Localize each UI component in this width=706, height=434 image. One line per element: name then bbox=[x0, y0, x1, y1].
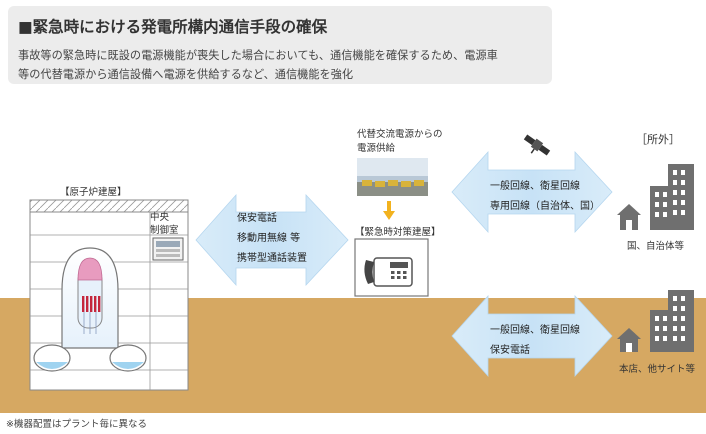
right-bottom-arrow-labels: 一般回線、衛星回線 保安電話 bbox=[490, 321, 580, 361]
right-top-arrow-item: 専用回線（自治体、国） bbox=[490, 201, 600, 212]
outside-label: ［所外］ bbox=[636, 133, 680, 146]
right-top-arrow-labels: 一般回線、衛星回線 専用回線（自治体、国） bbox=[490, 177, 600, 217]
government-caption: 国、自治体等 bbox=[627, 241, 685, 252]
reactor-building bbox=[29, 199, 189, 391]
power-caption-1: 代替交流電源からの bbox=[357, 129, 443, 140]
right-top-arrow-item: 一般回線、衛星回線 bbox=[490, 181, 580, 192]
page-description: 事故等の緊急時に既設の電源機能が喪失した場合においても、通信機能を確保するため、… bbox=[18, 46, 548, 84]
power-caption-2: 電源供給 bbox=[357, 143, 396, 154]
government-buildings-icon bbox=[617, 164, 694, 230]
description-line-1: 事故等の緊急時に既設の電源機能が喪失した場合においても、通信機能を確保するため、… bbox=[18, 49, 498, 62]
page-title: ■緊急時における発電所構内通信手段の確保 bbox=[18, 18, 328, 36]
satellite-icon bbox=[523, 134, 551, 156]
reactor-building-label: 【原子炉建屋】 bbox=[60, 187, 127, 198]
right-bottom-double-arrow bbox=[451, 294, 613, 378]
center-arrow-labels: 保安電話 移動用無線 等 携帯型通話装置 bbox=[237, 209, 307, 269]
right-bottom-arrow-item: 保安電話 bbox=[490, 345, 530, 356]
control-room-label-1: 中央 bbox=[150, 212, 170, 223]
fuel-rods bbox=[82, 296, 101, 312]
emergency-building-label: 【緊急時対策建屋】 bbox=[355, 227, 441, 238]
control-room-console-icon bbox=[152, 237, 184, 261]
right-top-double-arrow bbox=[451, 150, 613, 234]
telephone-icon bbox=[364, 257, 413, 287]
control-room-label-2: 制御室 bbox=[150, 225, 179, 236]
center-arrow-item: 保安電話 bbox=[237, 213, 277, 224]
footnote: ※機器配置はプラント毎に異なる bbox=[6, 419, 147, 430]
center-arrow-item: 携帯型通話装置 bbox=[237, 253, 307, 264]
right-bottom-arrow-item: 一般回線、衛星回線 bbox=[490, 325, 580, 336]
power-vehicle-photo bbox=[357, 158, 428, 196]
center-double-arrow bbox=[195, 193, 349, 287]
header-panel: ■緊急時における発電所構内通信手段の確保 事故等の緊急時に既設の電源機能が喪失し… bbox=[8, 6, 552, 84]
center-arrow-item: 移動用無線 等 bbox=[237, 233, 301, 244]
head-office-buildings-icon bbox=[617, 290, 694, 352]
description-line-2: 等の代替電源から通信設備へ電源を供給するなど、通信機能を強化 bbox=[18, 68, 354, 81]
power-supply-arrow bbox=[383, 201, 395, 220]
head-office-caption: 本店、他サイト等 bbox=[619, 364, 696, 375]
